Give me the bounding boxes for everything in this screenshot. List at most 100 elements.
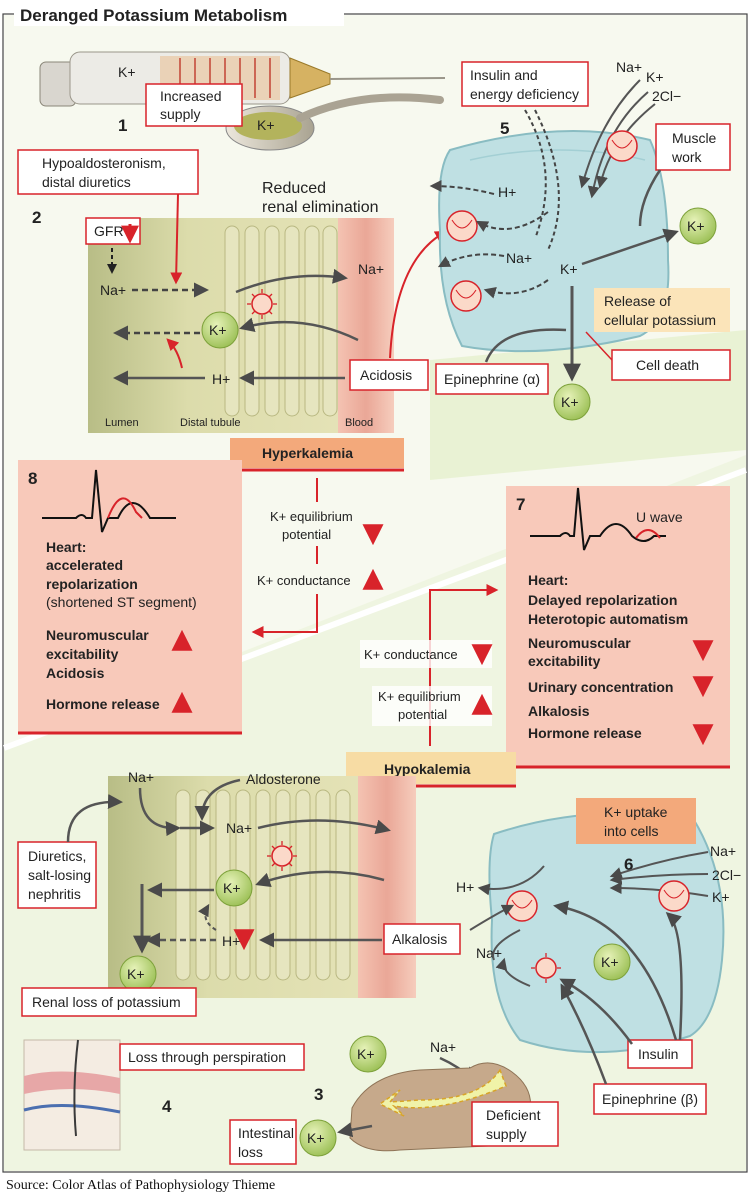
channel-h-top <box>446 210 478 242</box>
k-uptake-box <box>576 798 696 844</box>
hyper-conductance: K+ conductance <box>257 573 351 588</box>
pump-sun-top <box>247 289 277 319</box>
insulin-energy-box <box>461 61 589 107</box>
na-out-bottom <box>492 929 521 961</box>
na-blood-arrow-top <box>235 268 348 294</box>
ecg-hyper-red <box>107 497 143 519</box>
na-intestine: Na+ <box>430 1039 456 1055</box>
k-ball-cell-bottom-label: K+ <box>601 954 619 970</box>
hyper-equilibrium-line2: potential <box>282 527 331 542</box>
diuretics-line2: salt-losing <box>28 867 91 883</box>
insulin-to-channel <box>553 900 678 1041</box>
insulin-energy-line1: Insulin and <box>470 67 538 83</box>
k-ball-tubule-top <box>201 311 239 349</box>
cotransport-b-2 <box>609 872 709 885</box>
hypo-conductance-bg <box>360 640 492 668</box>
diuretics-line3: nephritis <box>28 886 81 902</box>
insulin-to-cotransport <box>665 912 683 1041</box>
number-4: 4 <box>162 1097 172 1116</box>
h-cell-bottom: H+ <box>456 879 474 895</box>
tubule-bottom-villi <box>175 789 351 981</box>
blood-vessel-bottom <box>358 776 416 998</box>
epinephrine-alpha-label: Epinephrine (α) <box>444 371 540 387</box>
box8-heart-line3: repolarization <box>46 576 138 592</box>
number-8: 8 <box>28 469 37 488</box>
insulin-box <box>627 1039 693 1069</box>
box-8 <box>18 460 242 732</box>
hypo-equilibrium-line2: potential <box>398 707 447 722</box>
epinephrine-beta-arrow <box>560 983 608 1085</box>
deficient-supply-arrow <box>378 1068 507 1117</box>
box7-alkalosis: Alkalosis <box>528 703 590 719</box>
k-ball-diet-label: K+ <box>357 1046 375 1062</box>
skin-layer <box>24 1071 120 1094</box>
reduced-renal-line2: renal elimination <box>262 199 379 216</box>
na-lumen-top: Na+ <box>100 282 126 298</box>
hypoaldosteronism-line1: Hypoaldosteronism, <box>42 155 166 171</box>
channel-cotransport-bottom <box>658 880 690 912</box>
na-lumen-arrow-bottom <box>138 787 181 837</box>
epinephrine-beta-label: Epinephrine (β) <box>602 1091 698 1107</box>
insulin-energy-line2: energy deficiency <box>470 86 579 102</box>
cl-cotransport-top: 2Cl− <box>652 88 681 104</box>
epinephrine-beta-box <box>593 1083 707 1115</box>
hyperkalemia-label: Hyperkalemia <box>262 445 353 461</box>
h-out-dashed <box>429 180 495 195</box>
cl-cotransport-bottom: 2Cl− <box>712 867 741 883</box>
u-wave-label: U wave <box>636 509 683 525</box>
k-uptake-line2: into cells <box>604 823 658 839</box>
alkalosis-box-bottom <box>383 923 461 955</box>
h-in-dashed <box>475 211 549 232</box>
acidosis-to-cell-arrow <box>389 230 448 359</box>
k-ball-intestinal <box>299 1119 337 1157</box>
diuretics-arrow <box>66 794 123 843</box>
perspiration-label: Loss through perspiration <box>128 1049 286 1065</box>
epinephrine-alpha-arrow <box>484 328 567 363</box>
box7-neuro-line1: Neuromuscular <box>528 635 631 651</box>
muscle-work-box <box>655 123 731 171</box>
k-ball-cell-bottom <box>593 943 631 981</box>
box8-hormone: Hormone release <box>46 696 160 712</box>
acidosis-box-top <box>349 359 429 391</box>
number-2: 2 <box>32 208 41 227</box>
box8-neuro-line2: excitability <box>46 646 119 662</box>
k-blood-to-cell-bottom <box>255 870 385 888</box>
number-5: 5 <box>500 119 509 138</box>
box8-neuro-line1: Neuromuscular <box>46 627 149 643</box>
number-6: 6 <box>624 855 633 874</box>
box7-hormone: Hormone release <box>528 725 642 741</box>
k-ball-released-bottom <box>553 383 591 421</box>
ecg-hypo <box>530 487 666 551</box>
box-7 <box>506 486 730 766</box>
box7-urinary: Urinary concentration <box>528 679 673 695</box>
renal-loss-box <box>21 987 197 1017</box>
release-cellular-line2: cellular potassium <box>604 312 716 328</box>
na-lumen-bottom: Na+ <box>128 769 154 785</box>
k-ball-tubule-bottom-label: K+ <box>223 880 241 896</box>
box7-neuro-line2: excitability <box>528 653 601 669</box>
ecg-hypo-u-wave <box>635 529 661 539</box>
pump-sun-bottom <box>267 841 297 871</box>
page-title: Deranged Potassium Metabolism <box>20 6 287 25</box>
hair <box>73 1039 79 1137</box>
number-3: 3 <box>314 1085 323 1104</box>
hypo-conductance: K+ conductance <box>364 647 458 662</box>
k-to-outside-arrow <box>581 228 679 266</box>
box8-st: (shortened ST segment) <box>46 594 197 610</box>
reduced-renal-line1: Reduced <box>262 180 326 197</box>
intestinal-line2: loss <box>238 1144 263 1160</box>
cell-death-box <box>611 349 731 381</box>
channel-na-top <box>450 280 482 312</box>
h-k-red-arrow-top <box>166 338 183 369</box>
h-out-bottom <box>477 865 545 896</box>
number-1: 1 <box>118 116 127 135</box>
k-blood-to-cell-top <box>239 317 359 342</box>
spoon <box>225 93 444 151</box>
epinephrine-alpha-box <box>435 363 549 395</box>
acidosis-top-label: Acidosis <box>360 367 412 383</box>
na-cell-bottom: Na+ <box>226 820 252 836</box>
hypoaldo-arrow <box>170 193 183 285</box>
renal-loss-label: Renal loss of potassium <box>32 994 181 1010</box>
